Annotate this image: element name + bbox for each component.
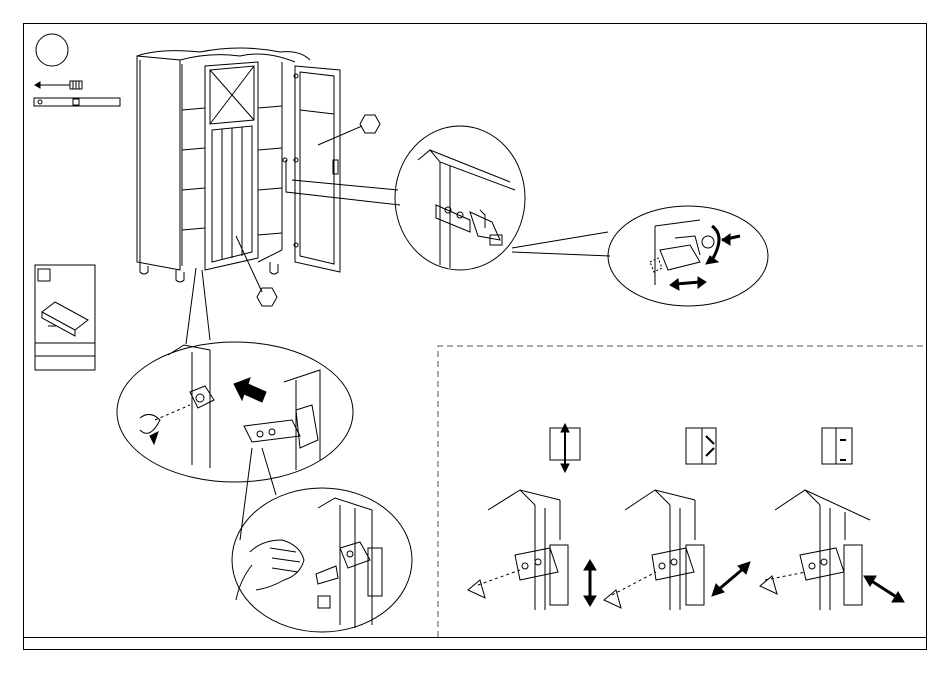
side-card-checkbox [38, 269, 50, 281]
lateral-arrow-icon [676, 282, 700, 284]
hinge-adjust-screw-panel [608, 206, 768, 306]
side-card [35, 265, 95, 370]
rotate-arrow-icon [712, 226, 719, 260]
adjustment-lateral [760, 428, 904, 610]
adjustment-guide-box [438, 346, 927, 637]
wardrobe-illustration [137, 48, 362, 292]
zoom-connector-2 [512, 232, 608, 248]
zoom-connector-1 [286, 160, 400, 205]
clip-press-checkbox [318, 596, 330, 608]
zoom-connector-4 [240, 448, 276, 540]
zoom-connector-3 [186, 268, 210, 344]
step-number-circle [36, 34, 68, 66]
adjustment-vertical [468, 424, 596, 610]
hand-icon [250, 540, 304, 590]
hinge-attach-panel [117, 342, 353, 482]
hinge-closeup-panel [395, 126, 525, 270]
rotate-arrow-icon [140, 414, 160, 433]
diagonal-arrow-icon [870, 580, 898, 598]
hexagon-callout-main-door [257, 288, 277, 306]
screwdriver-icon [35, 81, 82, 89]
hinge-clip-press-panel [232, 488, 412, 632]
diagonal-arrow-icon [718, 568, 744, 590]
adjustment-depth [604, 428, 750, 610]
hexagon-callout-glass-door [360, 115, 380, 133]
push-arrow-icon [234, 378, 266, 402]
spirit-level-icon [34, 98, 120, 106]
